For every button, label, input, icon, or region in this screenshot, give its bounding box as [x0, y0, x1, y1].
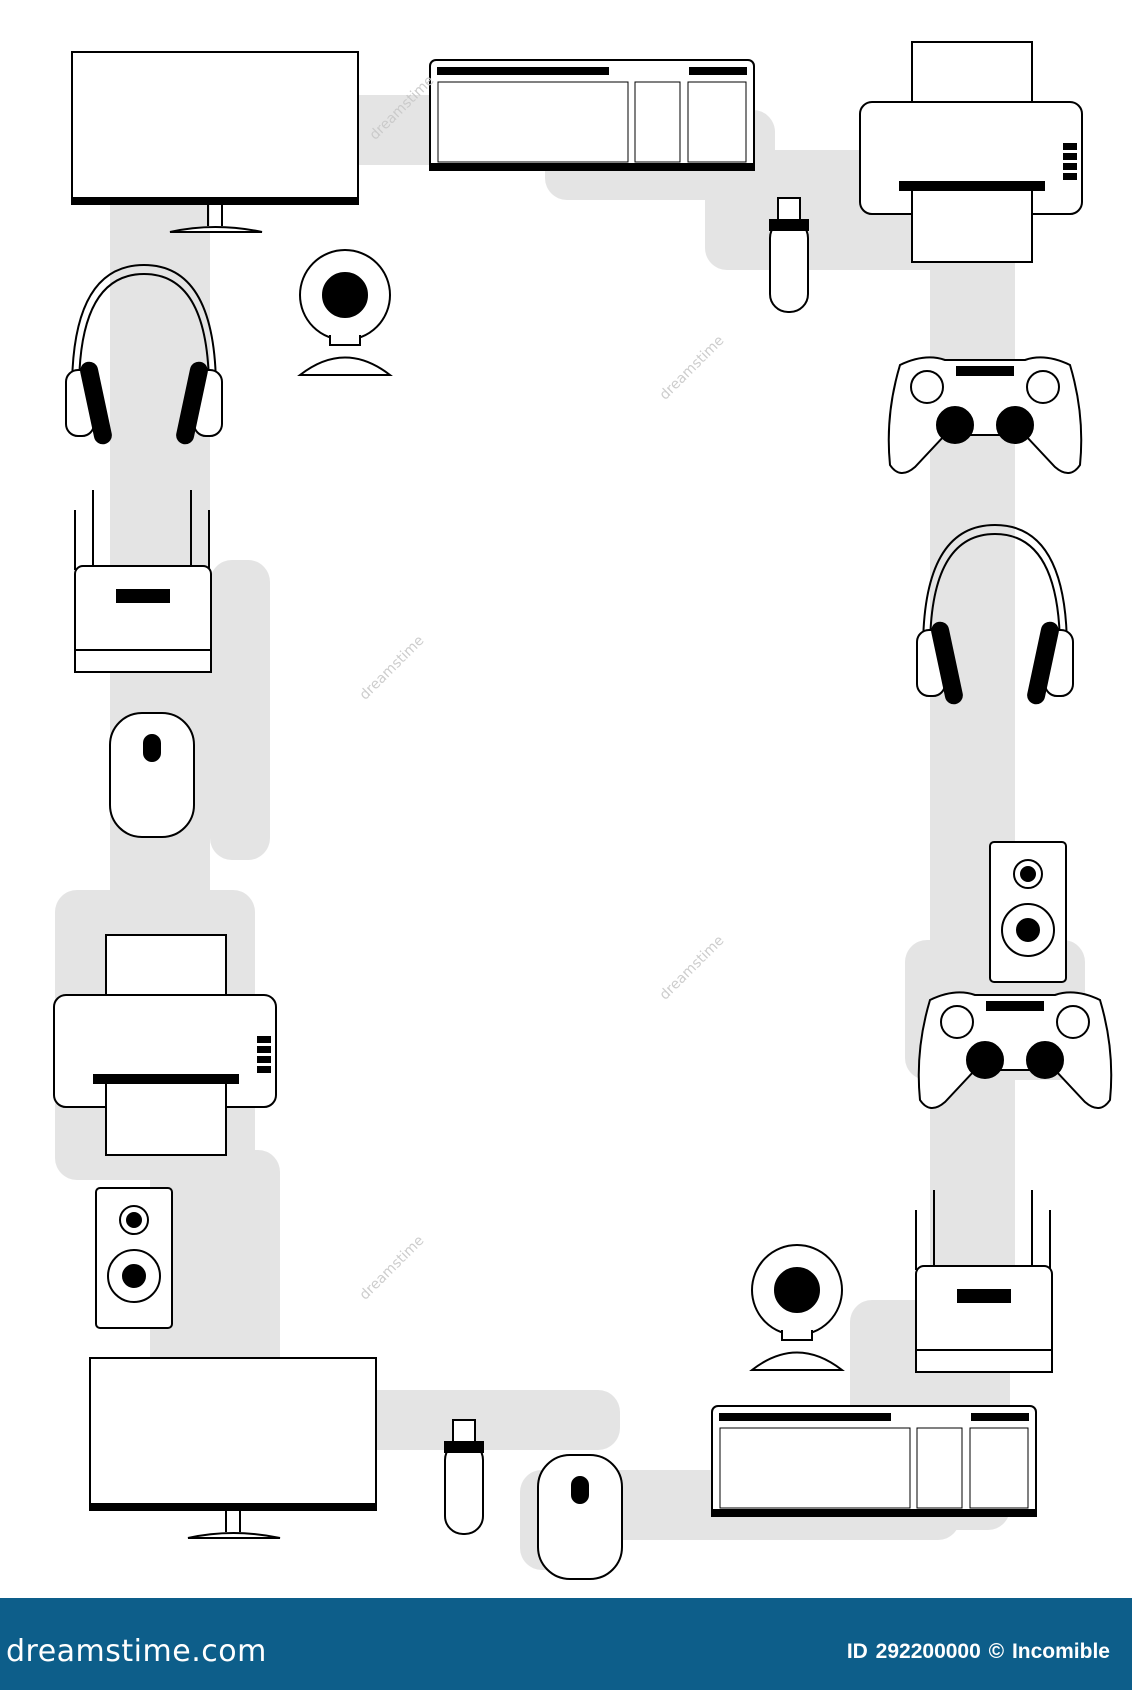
usb-drive-icon [444, 1419, 484, 1535]
printer-icon [53, 934, 277, 1156]
gamepad-icon [887, 356, 1083, 474]
monitor-icon [89, 1357, 377, 1539]
router-icon [915, 1190, 1053, 1373]
webcam-icon [749, 1244, 845, 1371]
printer-icon [859, 41, 1083, 263]
id-number: 292200000 [875, 1640, 981, 1663]
device-frame-illustration [53, 41, 1113, 1580]
copyright-symbol: © [988, 1640, 1005, 1663]
image-credit: ID 292200000 © Incomible [847, 1640, 1112, 1664]
router-icon [74, 490, 212, 673]
footer-bar: dreamstime.com ID 292200000 © Incomible [0, 1598, 1132, 1690]
keyboard-icon [429, 59, 755, 171]
id-label: ID [846, 1640, 868, 1663]
keyboard-icon [711, 1405, 1037, 1517]
speaker-icon [95, 1187, 173, 1329]
webcam-icon [297, 249, 393, 376]
speaker-icon [989, 841, 1067, 983]
headphones-icon [916, 523, 1074, 705]
author-name[interactable]: Incomible [1011, 1640, 1110, 1663]
usb-drive-icon [769, 197, 809, 313]
headphones-icon [65, 263, 223, 445]
gamepad-icon [917, 991, 1113, 1109]
mouse-icon [109, 712, 195, 838]
mouse-icon [537, 1454, 623, 1580]
monitor-icon [71, 51, 359, 233]
brand-logo[interactable]: dreamstime.com [6, 1634, 267, 1669]
